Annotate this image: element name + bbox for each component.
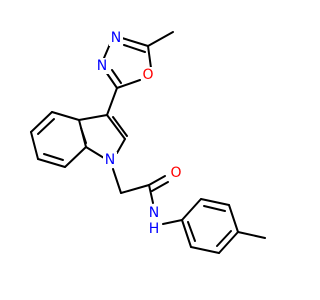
bond-ar1-ar2 — [181, 198, 202, 221]
atom-h-amide-label: H — [149, 221, 160, 237]
bond-n-aryl — [162, 219, 183, 225]
bond-c6-c7-double — [43, 153, 64, 161]
bond-c3-c3a — [78, 114, 108, 121]
bond-oxadiazole-indole — [106, 87, 118, 116]
bond-ar2-ar3-double — [203, 205, 226, 212]
bond-c7-c7a — [64, 146, 87, 168]
bond-ar6-ar1-double — [187, 221, 196, 242]
bond-carbonyl-o-double — [151, 181, 169, 192]
bond-tolyl-methyl — [237, 231, 266, 239]
bond-c3-c2-double — [112, 116, 128, 137]
bond-methyl-oxadiazole — [147, 31, 174, 47]
bond-c4-c5-double — [37, 118, 55, 135]
bond-group — [30, 31, 266, 254]
bond-n3-c2 — [105, 71, 118, 89]
bond-ar5-ar6 — [190, 246, 220, 254]
atom-n-oxadiazole-top: N — [109, 30, 123, 46]
bond-c4-c5 — [30, 111, 53, 133]
molecule-structure: N N O N O N H — [30, 30, 266, 254]
bond-n1-ch2 — [112, 168, 122, 194]
bond-c3-c2 — [106, 114, 126, 140]
bond-c6-c7 — [37, 158, 66, 168]
bond-ch2-carbonyl — [120, 184, 150, 194]
atom-o-oxadiazole-label: O — [142, 67, 153, 83]
atom-n-indole-label: N — [105, 152, 115, 168]
bond-c2-o1 — [116, 79, 141, 89]
atom-n-oxadiazole-left-label: N — [97, 58, 107, 74]
bond-c5-n4 — [121, 37, 149, 47]
bond-c5-n4-double — [123, 44, 146, 53]
atom-labels: N N O N O N H — [95, 30, 184, 237]
bond-ar3-ar4 — [228, 204, 239, 233]
bond-n1-c7a — [85, 146, 105, 159]
bond-carbonyl-o — [148, 175, 166, 186]
bond-carbonyl-n — [148, 184, 154, 204]
atom-n-amide-label: N — [149, 205, 159, 221]
atom-o-oxadiazole: O — [141, 67, 156, 83]
bond-ar4-ar5 — [218, 231, 239, 254]
bond-ar6-ar1 — [181, 219, 192, 248]
atom-n-indole: N — [103, 152, 117, 168]
bond-c5-c6 — [30, 131, 39, 160]
atom-n-oxadiazole-left: N — [95, 58, 109, 74]
bond-c3a-c7a-inner — [80, 127, 87, 144]
bond-ar4-ar5-double — [216, 230, 232, 247]
atom-o-amide-label: O — [170, 165, 181, 181]
bond-n4-n3 — [103, 43, 111, 59]
bond-n3-c2-double — [111, 69, 122, 84]
atom-n-amide: N H — [147, 205, 161, 237]
bond-c3a-c4 — [51, 111, 80, 121]
bond-ar2-ar3 — [200, 198, 230, 206]
atom-o-amide: O — [169, 165, 184, 181]
bond-o1-c5 — [147, 45, 152, 69]
atom-n-oxadiazole-top-label: N — [111, 30, 121, 46]
bond-c2-n1 — [116, 138, 126, 154]
